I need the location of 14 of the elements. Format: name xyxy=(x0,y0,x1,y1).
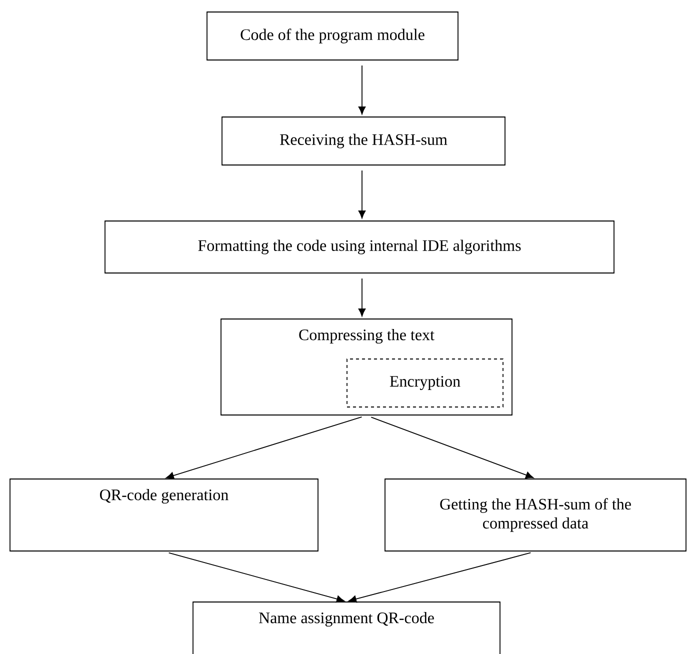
arrow xyxy=(358,170,366,218)
process-box: Formatting the code using internal IDE algorithms xyxy=(104,220,614,274)
process-box: QR-code generation xyxy=(10,478,318,552)
arrow xyxy=(358,278,366,316)
arrow xyxy=(168,552,344,602)
arrow xyxy=(358,65,366,114)
arrow xyxy=(348,552,532,603)
process-box: Name assignment QR-code xyxy=(192,602,500,654)
inner-dashed-box: Encryption xyxy=(346,358,504,408)
process-box: Getting the HASH-sum of the compressed data xyxy=(384,478,686,552)
process-box: Receiving the HASH-sum xyxy=(222,116,506,166)
process-box: Code of the program module xyxy=(206,12,458,60)
arrow xyxy=(166,416,362,480)
arrow xyxy=(370,416,534,479)
